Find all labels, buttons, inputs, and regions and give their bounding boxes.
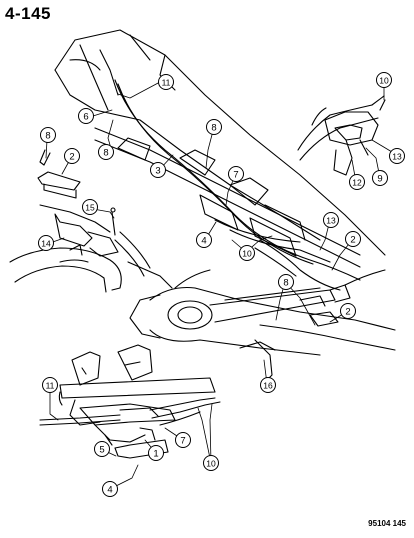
callout-circle	[150, 162, 166, 178]
callout-label: 7	[233, 169, 238, 180]
callout-circle	[158, 74, 174, 90]
callout-circle	[148, 445, 164, 461]
callout-label: 3	[155, 165, 160, 176]
rear-brake-inset	[297, 95, 386, 176]
floor-pan-upper	[54, 29, 386, 256]
callout-circle	[82, 199, 98, 215]
callout-label: 10	[206, 458, 216, 468]
callout-label: 8	[211, 122, 216, 133]
callout-14: 14	[38, 235, 54, 251]
callout-circle	[323, 212, 339, 228]
callout-label: 13	[326, 215, 336, 225]
callout-label: 10	[379, 75, 389, 85]
callout-label: 15	[85, 202, 95, 212]
callout-label: 2	[345, 306, 350, 317]
callout-label: 8	[45, 130, 50, 141]
frame-rails	[94, 127, 361, 268]
callout-label: 11	[162, 77, 171, 87]
callout-13: 13	[389, 148, 405, 164]
callout-label: 5	[99, 444, 104, 455]
equalizer-inset	[9, 204, 173, 293]
callout-11: 11	[42, 377, 58, 393]
callout-circle	[278, 274, 294, 290]
callout-8: 8	[206, 119, 222, 135]
callout-circle	[206, 119, 222, 135]
callout-circle	[102, 481, 118, 497]
callout-label: 2	[69, 151, 74, 162]
callout-8: 8	[278, 274, 294, 290]
callout-12: 12	[349, 174, 365, 190]
callout-6: 6	[78, 108, 94, 124]
callout-label: 2	[350, 234, 355, 245]
callout-9: 9	[372, 170, 388, 186]
callout-circle	[372, 170, 388, 186]
callout-circle	[175, 432, 191, 448]
callout-circle	[78, 108, 94, 124]
callout-label: 8	[103, 147, 108, 158]
callout-circle	[239, 245, 255, 261]
callout-10: 10	[239, 245, 255, 261]
callout-2: 2	[64, 148, 80, 164]
callout-15: 15	[82, 199, 98, 215]
callout-circle	[196, 232, 212, 248]
callout-circle	[40, 127, 56, 143]
callout-4: 4	[196, 232, 212, 248]
callout-label: 14	[41, 238, 51, 248]
callout-4: 4	[102, 481, 118, 497]
callout-label: 9	[377, 173, 382, 184]
callout-label: 7	[180, 435, 185, 446]
figure-id: 95104 145	[368, 519, 406, 528]
callout-2: 2	[345, 231, 361, 247]
callout-label: 6	[83, 111, 88, 122]
callout-label: 12	[352, 177, 362, 187]
callout-circle	[389, 148, 405, 164]
callout-circle	[228, 166, 244, 182]
callout-11: 11	[158, 74, 174, 90]
callout-circle	[345, 231, 361, 247]
pedal-assembly-inset	[39, 344, 221, 459]
callout-label: 10	[242, 248, 252, 258]
cable-bracket-inset	[37, 149, 81, 199]
callout-label: 13	[392, 151, 402, 161]
leader-lines	[45, 79, 398, 490]
callout-label: 16	[263, 380, 273, 390]
callout-7: 7	[175, 432, 191, 448]
callout-10: 10	[376, 72, 392, 88]
callout-label: 8	[283, 277, 288, 288]
callout-circle	[94, 441, 110, 457]
callout-1: 1	[148, 445, 164, 461]
callout-8: 8	[98, 144, 114, 160]
callout-16: 16	[260, 377, 276, 393]
callout-circle	[376, 72, 392, 88]
callout-label: 1	[153, 448, 158, 459]
callout-5: 5	[94, 441, 110, 457]
callout-circle	[38, 235, 54, 251]
callout-circle	[42, 377, 58, 393]
page-number: 4-145	[5, 4, 51, 23]
callout-circle	[340, 303, 356, 319]
callout-2: 2	[340, 303, 356, 319]
callout-3: 3	[150, 162, 166, 178]
callout-circle	[260, 377, 276, 393]
callout-label: 4	[201, 235, 206, 246]
callout-10: 10	[203, 455, 219, 471]
callout-label: 11	[46, 380, 55, 390]
callout-8: 8	[40, 127, 56, 143]
callout-13: 13	[323, 212, 339, 228]
underbody-lower	[129, 269, 396, 383]
callouts: 11 6 8 8 3 8 2 15 14 7 4 10 13 12 9 13 2 10 8 2 16 11 5 1 7 10 4	[38, 72, 405, 497]
callout-circle	[98, 144, 114, 160]
rear-brake-cable	[114, 79, 361, 291]
callout-7: 7	[228, 166, 244, 182]
callout-label: 4	[107, 484, 112, 495]
callout-circle	[349, 174, 365, 190]
callout-circle	[203, 455, 219, 471]
callout-circle	[64, 148, 80, 164]
